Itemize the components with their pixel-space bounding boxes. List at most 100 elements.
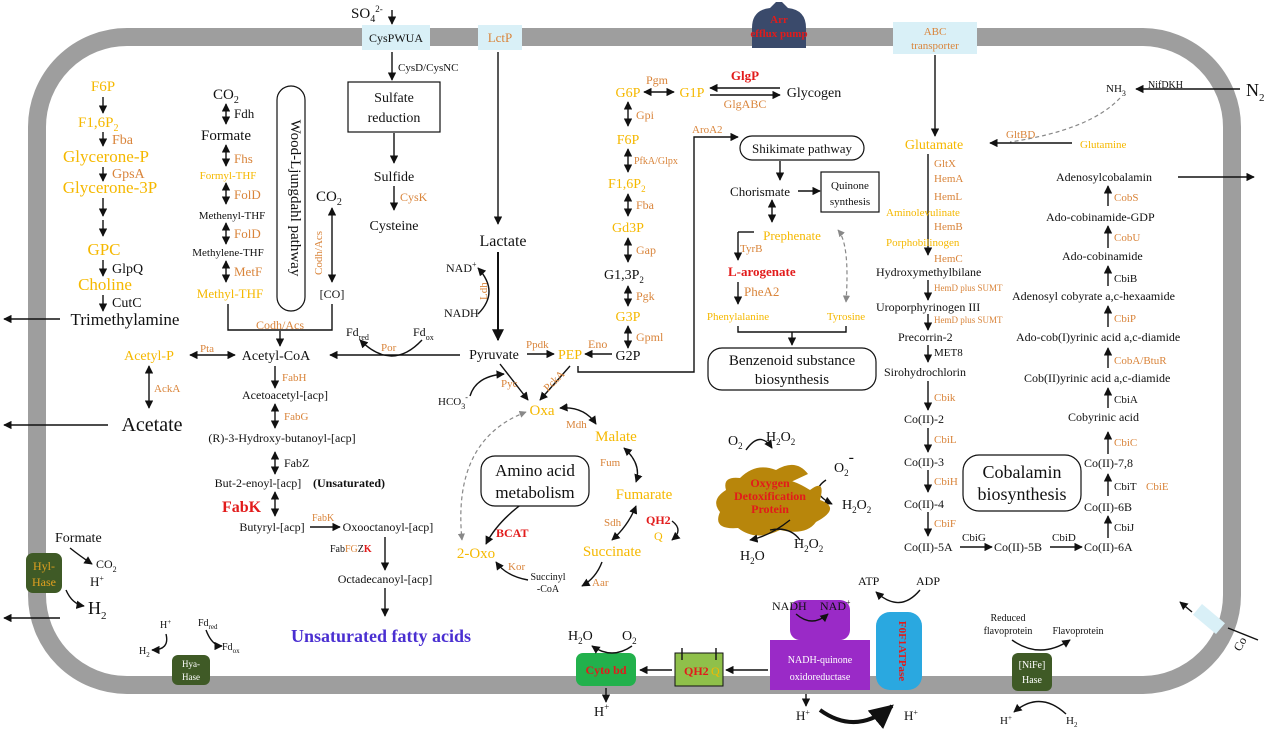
oxygen-detox: O2 H2O2 O2- H2O2 Oxygen Detoxification P… [716,430,871,566]
hemc-label: HemC [934,253,963,265]
f16p-left-label: F1,6P2 [78,115,118,134]
wl-co2b-label: CO2 [316,189,342,208]
g1p-label: G1P [680,86,705,101]
butenoyl-label: But-2-enoyl-[acp] [215,476,302,490]
hemd-1-label: HemD plus SUMT [934,283,1003,293]
coba-btur-label: CobA/BtuR [1114,355,1167,367]
quinone-box-line2: synthesis [830,196,870,208]
malate-label: Malate [595,429,637,445]
cob-ii-yrinic-label: Cob(II)yrinic acid a,c-diamide [1024,371,1170,385]
fold-2-label: FolD [234,226,261,241]
ado-cob-i-label: Ado-cob(I)yrinic acid a,c-diamide [1016,330,1180,344]
hyl-hase-label: Hase [32,575,56,589]
cbih-label: CbiH [934,476,958,488]
hco3-label: HCO3- [438,393,468,411]
sulfate-box-line1: Sulfate [374,91,414,106]
upper-glycolysis: G6P Pgm G1P GlgP GlgABC Glycogen Gpi F6P… [577,68,841,373]
cysk-label: CysK [400,190,428,204]
adp-label: ADP [916,574,940,588]
2-oxo-label: 2-Oxo [457,546,495,562]
acetyl-p-label: Acetyl-P [124,349,174,364]
cyto-hplus-label: H+ [594,702,609,720]
gpi-label: Gpi [636,108,655,122]
fba-label: Fba [636,198,655,212]
gltx-label: GltX [934,158,956,170]
nife-hase-label: Hase [1022,675,1043,686]
cbib-label: CbiB [1114,273,1137,285]
hydroxymethylbilane-label: Hydroxymethylbilane [876,265,981,279]
co-ii-3-label: Co(II)-3 [904,455,944,469]
co-ii-5b-label: Co(II)-5B [994,540,1042,554]
aroa2-label: AroA2 [692,124,723,136]
sulfate-ion: SO42- [351,4,383,25]
cyspwua-label: CysPWUA [369,31,423,45]
amino-acid-box-line1: Amino acid [495,461,575,480]
ado-cobinamide-label: Ado-cobinamide [1062,249,1143,263]
hya-label: Hya- [182,659,200,669]
adenosylcobalamin-label: Adenosylcobalamin [1056,170,1152,184]
glycerol-choline-pathway: F6P F1,6P2 Fba Glycerone-P GpsA Glyceron… [3,79,179,329]
co-ii-78-label: Co(II)-7,8 [1084,456,1133,470]
tca-qh2-label: QH2 [646,513,671,527]
lctp-transporter: LctP [478,25,522,50]
cbie-label: CbiE [1146,481,1169,493]
sulfide-label: Sulfide [374,170,414,185]
nqo-line1: NADH-quinone [788,655,853,666]
lctp-label: LctP [488,30,513,45]
fabfgzk-label: FabFGZK [330,544,372,555]
met8-label: MET8 [934,347,963,359]
hemd-2-label: HemD plus SUMT [934,315,1003,325]
nife-hplus-label: H+ [1000,714,1012,727]
cbig-label: CbiG [962,532,986,544]
sirohydrochlorin-label: Sirohydrochlorin [884,365,966,379]
ppdk-label: Ppdk [526,339,549,351]
wood-ljungdahl-pathway: Wood-Ljungdahl pathway CO2 Fdh Formate F… [192,85,344,347]
tyrosine-label: Tyrosine [827,311,865,323]
cobalamin-box-line2: biosynthesis [977,484,1066,504]
gd3p-label: Gd3P [612,221,644,236]
fhs-label: Fhs [234,151,253,166]
hya-hydrogenase: Hya- Hase [172,655,210,685]
hya-fdred-label: Fdred [198,618,218,631]
pgm-label: Pgm [646,73,669,87]
porphobilinogen-label: Porphobilinogen [886,237,960,249]
hya-hplus-label: H+ [160,618,171,631]
f6p-label: F6P [617,133,640,148]
shikimate-pathway: AroA2 Shikimate pathway Chorismate Quino… [692,124,880,391]
choline-label: Choline [78,275,132,294]
pyc-label: Pyc [501,378,518,390]
shikimate-pathway-box: Shikimate pathway [752,141,853,156]
wl-title: Wood-Ljungdahl pathway [287,120,303,277]
co-ii-5a-label: Co(II)-5A [904,540,953,554]
membrane-h2-label: H2 [88,598,107,622]
glycerone-p-label: Glycerone-P [63,147,149,166]
acetyl-coa-label: Acetyl-CoA [242,349,311,364]
mdh-label: Mdh [566,419,587,431]
prephenate-label: Prephenate [763,228,821,243]
formyl-thf-label: Formyl-THF [200,170,257,182]
tca-q-label: Q [654,529,663,543]
cysd-label: CysD/CysNC [398,62,459,74]
glycogen-label: Glycogen [787,86,841,101]
gpc-label: GPC [87,240,120,259]
acetoacetyl-label: Acetoacetyl-[acp] [242,388,328,402]
gap-label: Gap [636,243,656,257]
tyrb-label: TyrB [740,243,762,255]
eno-label: Eno [588,337,607,351]
cobyrinic-acid-label: Cobyrinic acid [1068,410,1139,424]
por-label: Por [381,342,397,354]
gltbd-label: GltBD [1006,129,1035,141]
membrane-hplus-label: H+ [90,574,104,589]
co-label: Co [1230,634,1249,653]
cobu-label: CobU [1114,232,1140,244]
glgp-label: GlgP [731,68,759,83]
uroporphyrinogen-label: Uroporphyrinogen III [876,300,980,314]
acetate-label: Acetate [121,414,182,436]
cbic-label: CbiC [1114,437,1137,449]
codh-acs-label: Codh/Acs [256,318,304,332]
cbil-label: CbiL [934,434,957,446]
membrane-co2-label: CO2 [96,557,117,574]
nqo-hplus-label: H+ [796,708,810,723]
g2p-label: G2P [616,349,641,364]
